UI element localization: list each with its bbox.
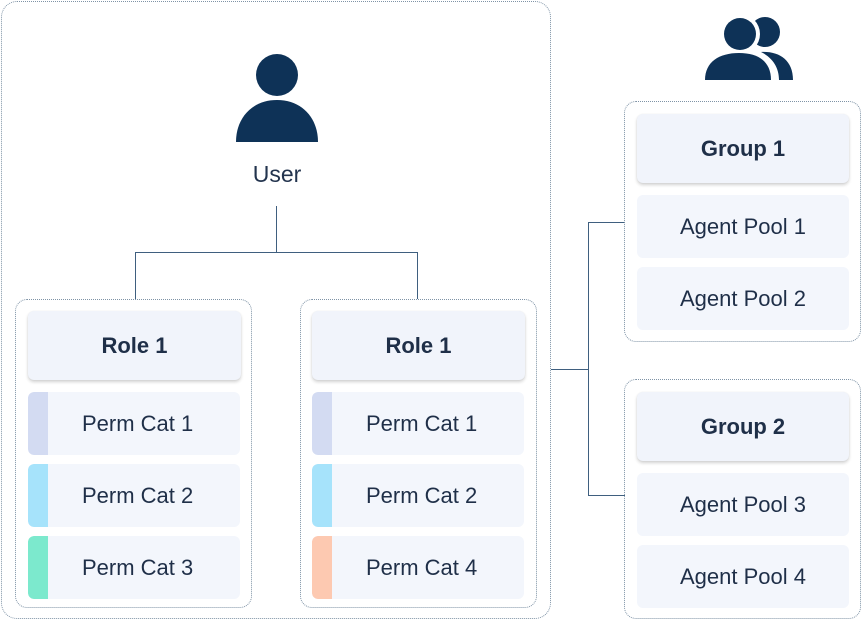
group-container-2 [624, 379, 861, 619]
connector-group1-horizontal [588, 222, 625, 223]
group-container-1 [624, 101, 861, 342]
perm-color-stripe [312, 464, 332, 527]
users-group-icon [703, 16, 793, 82]
perm-color-stripe [28, 536, 48, 599]
perm-cat-label: Perm Cat 2 [82, 482, 194, 508]
perm-color-stripe [312, 536, 332, 599]
agent-pool-item[interactable]: Agent Pool 4 [637, 545, 849, 608]
connector-user-vertical [276, 206, 277, 253]
connector-to-groups-horizontal [551, 369, 589, 370]
role-title[interactable]: Role 1 [28, 311, 241, 380]
perm-color-stripe [28, 392, 48, 455]
connector-role2-vertical [417, 252, 418, 299]
perm-cat-item[interactable]: Perm Cat 2 [312, 464, 524, 527]
role-container-1 [15, 299, 252, 608]
perm-cat-item[interactable]: Perm Cat 1 [28, 392, 240, 455]
perm-color-stripe [28, 464, 48, 527]
connector-groups-vertical [588, 222, 589, 496]
perm-cat-item[interactable]: Perm Cat 2 [28, 464, 240, 527]
perm-cat-item[interactable]: Perm Cat 3 [28, 536, 240, 599]
connector-role1-vertical [135, 252, 136, 299]
perm-cat-label: Perm Cat 4 [366, 554, 478, 580]
group-title[interactable]: Group 1 [637, 114, 849, 183]
group-title[interactable]: Group 2 [637, 392, 849, 461]
perm-cat-label: Perm Cat 1 [82, 410, 194, 436]
perm-color-stripe [312, 392, 332, 455]
perm-cat-item[interactable]: Perm Cat 4 [312, 536, 524, 599]
perm-cat-label: Perm Cat 2 [366, 482, 478, 508]
perm-cat-item[interactable]: Perm Cat 1 [312, 392, 524, 455]
agent-pool-item[interactable]: Agent Pool 1 [637, 195, 849, 258]
user-label: User [252, 161, 302, 187]
connector-roles-horizontal [135, 252, 418, 253]
agent-pool-item[interactable]: Agent Pool 3 [637, 473, 849, 536]
user-container [1, 1, 551, 619]
role-title[interactable]: Role 1 [312, 311, 525, 380]
user-icon [236, 54, 318, 142]
connector-group2-horizontal [588, 495, 625, 496]
role-container-2 [300, 299, 537, 608]
perm-cat-label: Perm Cat 1 [366, 410, 478, 436]
agent-pool-item[interactable]: Agent Pool 2 [637, 267, 849, 330]
perm-cat-label: Perm Cat 3 [82, 554, 194, 580]
